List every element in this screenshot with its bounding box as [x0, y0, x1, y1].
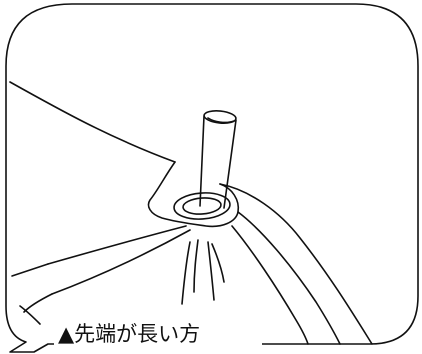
- peg-top: [203, 110, 237, 124]
- grommet-inner-ring: [182, 197, 222, 215]
- cover-fold-tail: [23, 293, 53, 313]
- body-edge-right-outer: [219, 183, 373, 345]
- cover-fold-upper: [47, 225, 187, 265]
- callout-frame: [5, 3, 419, 353]
- body-edge-upper: [9, 81, 176, 163]
- body-edge-right-middle: [231, 225, 309, 345]
- cover-fold-bottom: [11, 263, 49, 277]
- peg-top-highlight: [207, 117, 235, 124]
- wrinkle-2: [193, 239, 199, 293]
- wrinkle-3: [207, 241, 215, 301]
- peg-shaft-right: [223, 119, 237, 209]
- cover-fold-lower: [51, 229, 191, 295]
- peg-shaft-left: [199, 115, 205, 207]
- grommet-rim: [147, 161, 240, 228]
- lower-left-contour: [19, 305, 41, 325]
- wrinkle-4: [211, 243, 225, 283]
- grommet-outer-ring: [173, 192, 231, 220]
- wrinkle-1: [181, 241, 191, 305]
- caption-backdrop: [54, 318, 262, 348]
- figure-caption: ▲先端が長い方: [58, 322, 201, 346]
- body-edge-right-inner: [237, 211, 341, 345]
